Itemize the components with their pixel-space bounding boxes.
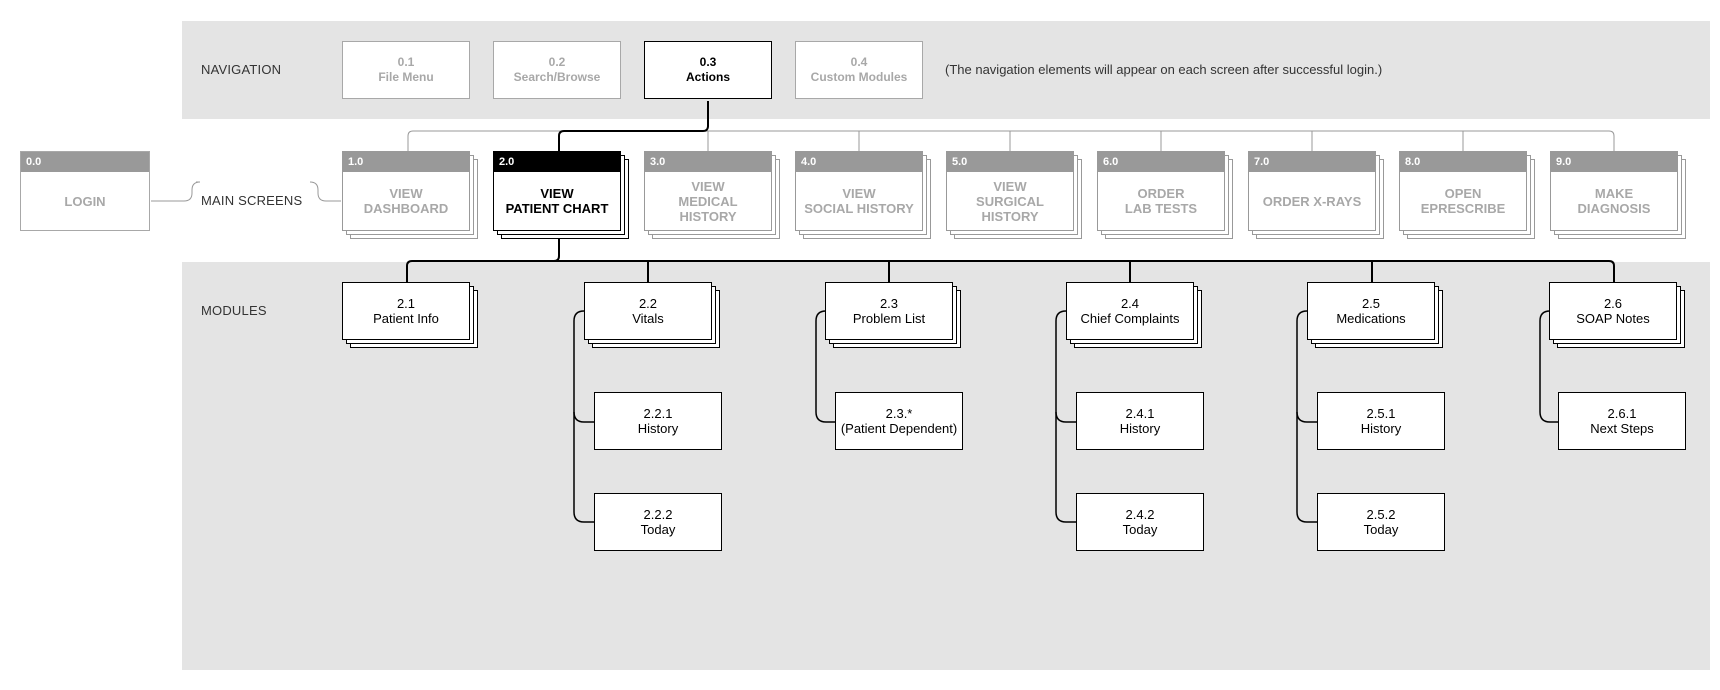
module-label: Patient Info bbox=[373, 311, 439, 326]
screen-title-line2: PATIENT CHART bbox=[505, 201, 609, 216]
submodule-label: History bbox=[1119, 421, 1161, 436]
screen-title-line3: HISTORY bbox=[679, 208, 737, 224]
submodule-label: Today bbox=[1122, 522, 1158, 537]
screen-id: 1.0 bbox=[343, 152, 469, 172]
screen-title-line1: VIEW bbox=[389, 186, 423, 201]
screen-title-line1: MAKE bbox=[1594, 186, 1634, 201]
module-label: Problem List bbox=[852, 311, 926, 326]
screen-title-line2: EPRESCRIBE bbox=[1420, 201, 1506, 216]
nav-id: 0.2 bbox=[548, 55, 566, 69]
modules-row-label: MODULES bbox=[201, 303, 267, 318]
screen-title-line2: DIAGNOSIS bbox=[1577, 201, 1651, 216]
nav-id: 0.1 bbox=[397, 55, 415, 69]
nav-label: Custom Modules bbox=[810, 70, 908, 84]
screen-order-x-rays[interactable]: 7.0 ORDER X-RAYS bbox=[1248, 151, 1384, 239]
module-id: 2.4 bbox=[1120, 296, 1140, 311]
screen-title-line1: OPEN bbox=[1444, 186, 1482, 201]
submodule-label: Today bbox=[1363, 522, 1399, 537]
submodule-problem-list-patient-dependent[interactable]: 2.3.*(Patient Dependent) bbox=[835, 392, 963, 450]
nav-custom-modules[interactable]: 0.4 Custom Modules bbox=[795, 41, 923, 99]
screen-id: 5.0 bbox=[947, 152, 1073, 172]
module-id: 2.2 bbox=[638, 296, 658, 311]
submodule-id: 2.3.* bbox=[885, 406, 913, 421]
module-label: Vitals bbox=[632, 311, 664, 326]
screen-title-line2: SURGICAL bbox=[976, 193, 1044, 209]
submodule-id: 2.4.1 bbox=[1125, 406, 1155, 421]
module-id: 2.1 bbox=[396, 296, 416, 311]
module-label: SOAP Notes bbox=[1576, 311, 1650, 326]
screen-title-line3: HISTORY bbox=[981, 208, 1039, 224]
submodule-label: History bbox=[1360, 421, 1402, 436]
submodule-id: 2.2.2 bbox=[643, 507, 673, 522]
module-label: Chief Complaints bbox=[1080, 311, 1180, 326]
screen-title-line2: MEDICAL bbox=[678, 193, 738, 209]
submodule-id: 2.2.1 bbox=[643, 406, 673, 421]
main-screens-row-label: MAIN SCREENS bbox=[201, 193, 303, 208]
submodule-label: (Patient Dependent) bbox=[840, 421, 958, 436]
screen-title-line1: VIEW bbox=[993, 178, 1027, 194]
screen-title-line1: ORDER X-RAYS bbox=[1262, 193, 1362, 209]
screen-title-line2: DASHBOARD bbox=[363, 201, 449, 216]
submodule-id: 2.5.1 bbox=[1366, 406, 1396, 421]
screen-title-line1: VIEW bbox=[842, 186, 876, 201]
module-id: 2.3 bbox=[879, 296, 899, 311]
screen-title-line1: VIEW bbox=[691, 178, 725, 194]
screen-id: 4.0 bbox=[796, 152, 922, 172]
screen-id: 8.0 bbox=[1400, 152, 1526, 172]
screen-title-line1: ORDER bbox=[1137, 186, 1185, 201]
login-id: 0.0 bbox=[21, 152, 149, 172]
screen-id: 2.0 bbox=[494, 152, 620, 172]
submodule-label: Today bbox=[640, 522, 676, 537]
nav-label: Search/Browse bbox=[513, 70, 601, 84]
nav-label: File Menu bbox=[378, 70, 434, 84]
submodule-label: History bbox=[637, 421, 679, 436]
screen-title-line2: LAB TESTS bbox=[1124, 201, 1198, 216]
submodule-id: 2.6.1 bbox=[1607, 406, 1637, 421]
navigation-row-label: NAVIGATION bbox=[201, 62, 282, 77]
screen-title-line1: VIEW bbox=[540, 186, 574, 201]
nav-search-browse[interactable]: 0.2 Search/Browse bbox=[493, 41, 621, 99]
nav-id: 0.4 bbox=[850, 55, 868, 69]
nav-actions[interactable]: 0.3 Actions bbox=[644, 41, 772, 99]
login-label: LOGIN bbox=[64, 193, 106, 209]
module-label: Medications bbox=[1336, 311, 1406, 326]
module-id: 2.5 bbox=[1361, 296, 1381, 311]
screen-id: 7.0 bbox=[1249, 152, 1375, 172]
nav-file-menu[interactable]: 0.1 File Menu bbox=[342, 41, 470, 99]
submodule-label: Next Steps bbox=[1590, 421, 1654, 436]
submodule-id: 2.5.2 bbox=[1366, 507, 1396, 522]
login-screen[interactable]: 0.0 LOGIN bbox=[20, 151, 150, 231]
nav-id: 0.3 bbox=[699, 55, 717, 69]
screen-id: 9.0 bbox=[1551, 152, 1677, 172]
module-id: 2.6 bbox=[1603, 296, 1623, 311]
nav-label: Actions bbox=[685, 70, 730, 84]
screen-title-line2: SOCIAL HISTORY bbox=[804, 201, 914, 216]
screen-id: 6.0 bbox=[1098, 152, 1224, 172]
submodule-id: 2.4.2 bbox=[1125, 507, 1155, 522]
navigation-note: (The navigation elements will appear on … bbox=[945, 62, 1383, 77]
screen-id: 3.0 bbox=[645, 152, 771, 172]
